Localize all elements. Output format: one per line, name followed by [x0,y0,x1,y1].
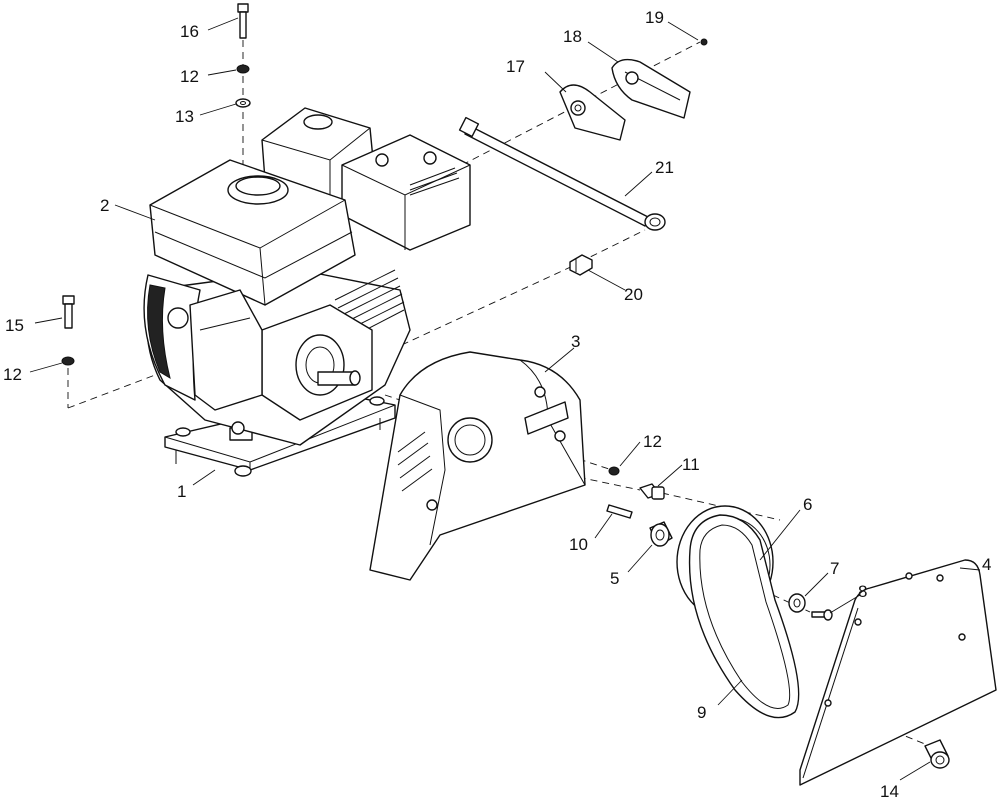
top-lock-washer [236,64,250,74]
shaft-key [606,504,633,519]
callout-9: 9 [697,703,706,722]
guard-bolt [639,483,665,500]
cover-clip [611,58,691,119]
top-bolt [237,3,249,39]
top-flat-washer [235,98,251,108]
fuel-fitting [569,254,593,276]
guard-lock-washer [608,466,620,476]
callout-8: 8 [858,582,867,601]
callout-16: 16 [180,22,199,41]
callout-11: 11 [682,455,700,474]
callout-19: 19 [645,8,664,27]
callout-20: 20 [624,285,643,304]
small-screw [700,38,708,46]
callout-10: 10 [569,535,588,554]
leader-lines [29,17,981,781]
belt-guard [369,351,586,581]
callout-labels: 16 12 13 2 15 12 1 3 17 18 19 20 21 12 1… [3,8,991,801]
v-belt [688,514,800,719]
callout-21: 21 [655,158,674,177]
side-lock-washer [61,356,75,366]
mount-bracket [559,84,626,141]
callout-4: 4 [982,555,991,574]
cover-panel [799,559,997,786]
callout-12-guard: 12 [643,432,662,451]
callout-12-side: 12 [3,365,22,384]
callout-18: 18 [563,27,582,46]
side-bolt [62,295,75,329]
callout-13: 13 [175,107,194,126]
callout-1: 1 [177,482,186,501]
callout-3: 3 [571,332,580,351]
spacer-bushing [649,521,673,547]
fuel-line [458,116,666,231]
pulley-bolt [811,609,833,621]
callout-15: 15 [5,316,24,335]
engine [143,107,471,446]
callout-2: 2 [100,196,109,215]
callout-14: 14 [880,782,899,801]
callout-17: 17 [506,57,525,76]
pulley-washer [788,593,806,613]
callout-7: 7 [830,559,839,578]
muffler-vents [409,167,460,196]
guard-vent-slots [397,431,433,492]
callout-6: 6 [803,495,812,514]
callout-12-top: 12 [180,67,199,86]
callout-5: 5 [610,569,619,588]
flange-bolt [924,739,950,769]
